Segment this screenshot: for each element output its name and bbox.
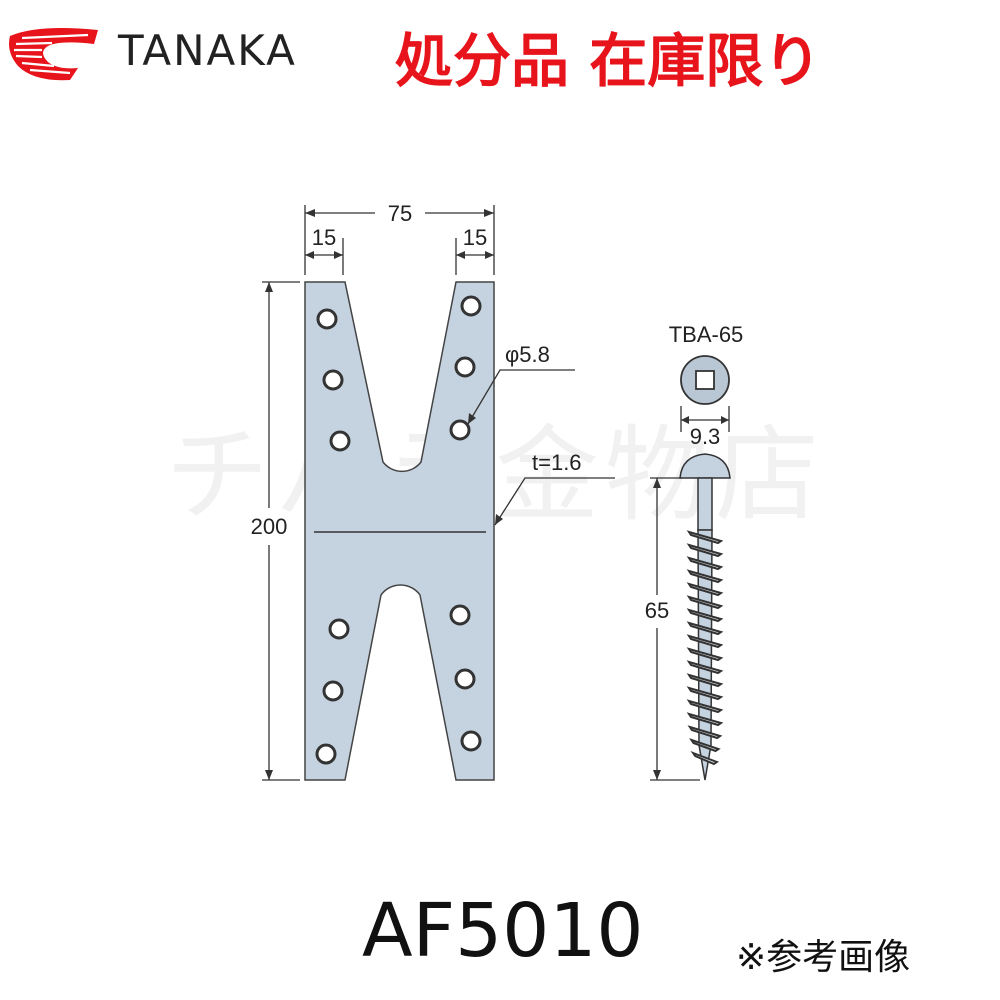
hole	[322, 680, 344, 702]
thread-turn	[686, 686, 724, 701]
hole	[454, 356, 476, 378]
thread-turn	[686, 634, 724, 649]
thread-turn	[686, 556, 724, 571]
screw-name-label: TBA-65	[669, 322, 744, 347]
hole	[460, 295, 482, 317]
screw-threads	[686, 530, 724, 766]
hole	[454, 668, 476, 690]
plate-holes	[315, 295, 482, 765]
thread-turn	[686, 660, 724, 675]
thread-turn	[686, 621, 724, 636]
thread-turn	[686, 673, 724, 688]
thread-turn	[686, 530, 724, 545]
bracket-plate	[304, 281, 495, 781]
thread-turn	[690, 750, 720, 766]
hole	[316, 308, 338, 330]
screw-head-diameter-label: 9.3	[690, 424, 721, 449]
square-drive-socket	[695, 370, 715, 390]
thread-turn	[686, 595, 724, 610]
height-dimension-label: 200	[251, 514, 288, 539]
thread-turn	[686, 712, 724, 727]
thread-turn	[686, 647, 724, 662]
thread-turn	[686, 582, 724, 597]
hole	[460, 730, 482, 752]
thread-turn	[689, 738, 721, 753]
model-number: AF5010	[362, 888, 644, 974]
hole	[322, 369, 344, 391]
left-margin-dimension-label: 15	[312, 225, 336, 250]
right-margin-dimension-label: 15	[463, 225, 487, 250]
thickness-label: t=1.6	[532, 450, 582, 475]
thread-turn	[687, 725, 723, 740]
thread-turn	[686, 608, 724, 623]
reference-image-note: ※参考画像	[736, 937, 911, 978]
hole	[315, 743, 337, 765]
screw-length-label: 65	[645, 598, 669, 623]
hole-diameter-label: φ5.8	[505, 342, 550, 367]
hole	[449, 604, 471, 626]
thread-turn	[686, 569, 724, 584]
hole	[449, 419, 471, 441]
thread-turn	[686, 699, 724, 714]
hole	[329, 430, 351, 452]
clearance-banner: 処分品 在庫限り	[395, 27, 822, 95]
brand-name: TANAKA	[118, 26, 297, 75]
width-dimension-label: 75	[388, 201, 412, 226]
thread-turn	[686, 543, 724, 558]
tanaka-logo-icon	[9, 28, 98, 81]
hole	[328, 618, 350, 640]
